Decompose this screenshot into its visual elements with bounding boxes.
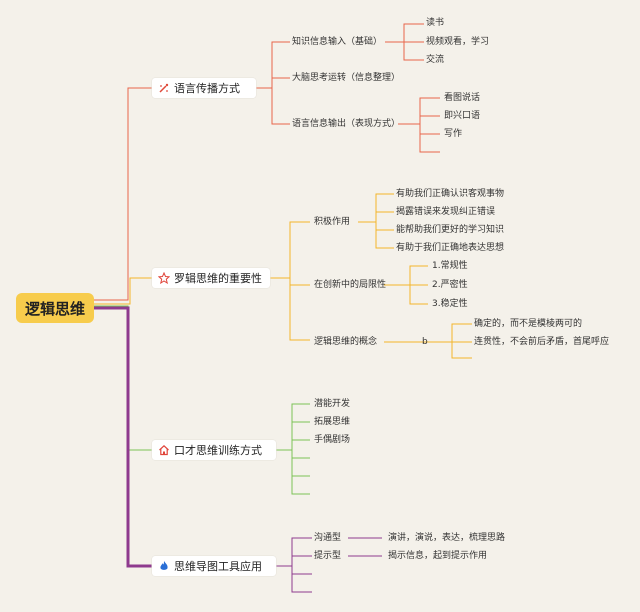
b2-sub-5[interactable]: 1.常规性 <box>432 261 468 271</box>
b2-sub-3[interactable]: 能帮助我们更好的学习知识 <box>396 225 505 235</box>
b1-item-3[interactable]: 语言信息输出（表现方式） <box>292 119 401 129</box>
b2-item-3[interactable]: 逻辑思维的概念 <box>314 337 378 347</box>
branch3-node[interactable]: 口才思维训练方式 <box>152 440 276 460</box>
b1-item-2[interactable]: 大脑思考运转（信息整理） <box>292 73 401 83</box>
b1-sub-2[interactable]: 视频观看，学习 <box>426 37 490 47</box>
b2-sub-4[interactable]: 有助于我们正确地表达思想 <box>396 243 505 253</box>
b3-item-2[interactable]: 拓展思维 <box>314 417 351 427</box>
b2-sub-8[interactable]: 确定的，而不是模棱两可的 <box>474 319 583 329</box>
b2-item-2[interactable]: 在创新中的局限性 <box>314 280 387 290</box>
branch3-title: 口才思维训练方式 <box>174 444 262 457</box>
branch2-title: 罗辑思维的重要性 <box>174 272 262 285</box>
branch4-title: 思维导图工具应用 <box>174 560 262 573</box>
flame-icon <box>158 560 170 572</box>
b2-sub-7[interactable]: 3.稳定性 <box>432 299 468 309</box>
root-title: 逻辑思维 <box>24 299 85 318</box>
b2-sub-6[interactable]: 2.严密性 <box>432 280 468 290</box>
b4-detail-2[interactable]: 揭示信息，起到提示作用 <box>388 551 488 561</box>
sparkle-icon <box>158 82 170 94</box>
b1-sub-4[interactable]: 看图说话 <box>444 93 481 103</box>
branch1-title: 语言传播方式 <box>174 82 240 95</box>
root-to-branch4-line <box>94 306 152 568</box>
b1-sub-6[interactable]: 写作 <box>444 129 463 139</box>
branch4-node[interactable]: 思维导图工具应用 <box>152 556 276 576</box>
b4-item-2[interactable]: 提示型 <box>314 551 342 561</box>
b1-sub-1[interactable]: 读书 <box>426 18 445 28</box>
b4-item-1[interactable]: 沟通型 <box>314 533 342 543</box>
b4-detail-1[interactable]: 演讲，演说，表达，梳理思路 <box>388 533 506 543</box>
home-icon <box>158 444 170 456</box>
root-to-branch2-line <box>94 277 152 305</box>
b2-sub-9[interactable]: 连贯性，不会前后矛盾，首尾呼应 <box>474 337 610 347</box>
b2-mid-b[interactable]: b <box>422 337 428 347</box>
b3-item-3[interactable]: 手偶剧场 <box>314 435 351 445</box>
branch1-node[interactable]: 语言传播方式 <box>152 78 256 98</box>
star-icon <box>158 272 170 284</box>
b2-sub-1[interactable]: 有助我们正确认识客观事物 <box>396 189 505 199</box>
b2-item-1[interactable]: 积极作用 <box>314 217 351 227</box>
b1-sub-3[interactable]: 交流 <box>426 55 445 65</box>
branch2-node[interactable]: 罗辑思维的重要性 <box>152 268 270 288</box>
b1-sub-5[interactable]: 即兴口语 <box>444 111 481 121</box>
root-node[interactable]: 逻辑思维 <box>16 293 94 323</box>
b2-sub-2[interactable]: 揭露错误来发现纠正错误 <box>396 207 496 217</box>
b1-item-1[interactable]: 知识信息输入（基础） <box>292 37 383 47</box>
b3-item-1[interactable]: 潜能开发 <box>314 399 351 409</box>
root-to-branch1-line <box>94 87 152 301</box>
root-to-branch3-line <box>94 305 152 451</box>
